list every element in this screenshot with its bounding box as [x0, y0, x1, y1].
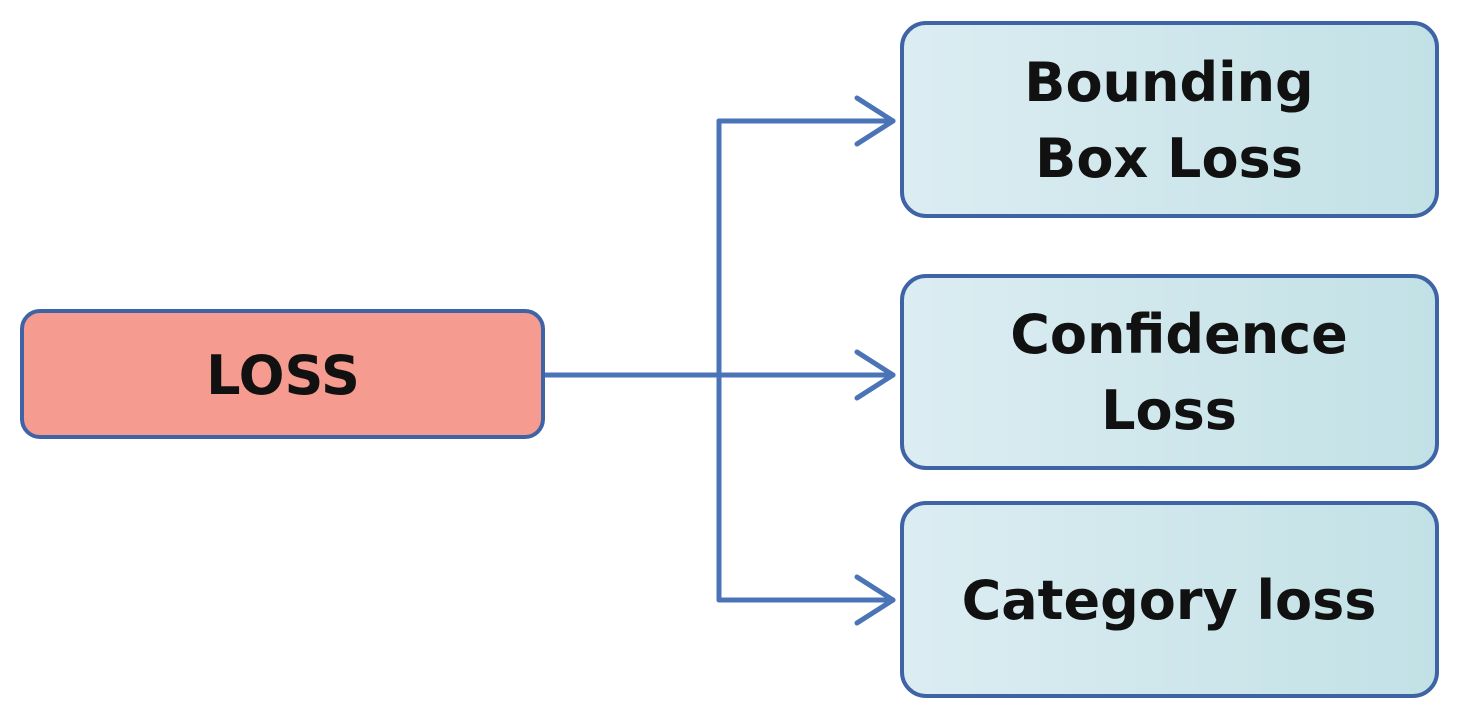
child-node-confidence-loss: Confidence Loss	[900, 274, 1439, 470]
arrowhead-category	[854, 574, 896, 626]
child-node-box	[900, 501, 1439, 698]
child-node-label-line2: Box Loss	[1035, 127, 1303, 190]
child-node-label-line1: Bounding	[1024, 51, 1313, 114]
root-node-box	[20, 309, 545, 439]
child-node-label-line2: Loss	[1101, 379, 1237, 442]
connectors	[541, 95, 896, 626]
child-node-box	[900, 21, 1439, 218]
child-node-box	[900, 274, 1439, 470]
arrowhead-confidence	[854, 349, 896, 401]
child-node-label-line1: Confidence	[1010, 303, 1348, 366]
child-node-bounding-box-loss: Bounding Box Loss	[900, 21, 1439, 218]
root-node-label: LOSS	[206, 344, 360, 407]
root-node-loss: LOSS	[20, 309, 545, 439]
child-node-category-loss: Category loss	[900, 501, 1439, 698]
arrowhead-bounding-box	[854, 95, 896, 147]
child-node-label-line1: Category loss	[962, 569, 1377, 632]
